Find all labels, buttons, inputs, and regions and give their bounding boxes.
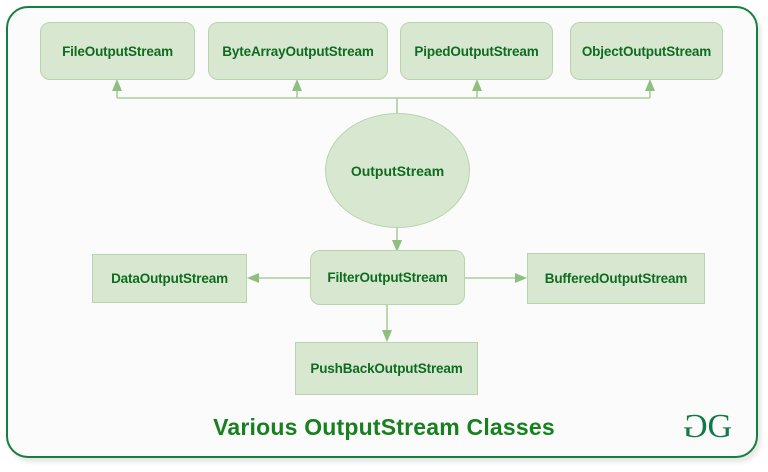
node-label: FilterOutputStream: [327, 270, 448, 285]
node-object-output-stream[interactable]: ObjectOutputStream: [570, 22, 723, 80]
node-label: DataOutputStream: [111, 271, 228, 286]
node-label: PipedOutputStream: [414, 43, 539, 59]
node-buffered-output-stream[interactable]: BufferedOutputStream: [527, 253, 705, 304]
node-label: FileOutputStream: [62, 43, 173, 59]
node-label: OutputStream: [350, 162, 445, 179]
node-label: PushBackOutputStream: [310, 361, 463, 376]
node-filter-output-stream[interactable]: FilterOutputStream: [310, 250, 465, 305]
node-data-output-stream[interactable]: DataOutputStream: [92, 254, 247, 303]
node-label: ByteArrayOutputStream: [222, 43, 374, 59]
node-output-stream-root[interactable]: OutputStream: [325, 113, 470, 228]
node-file-output-stream[interactable]: FileOutputStream: [40, 22, 195, 80]
node-label: BufferedOutputStream: [544, 271, 688, 286]
node-piped-output-stream[interactable]: PipedOutputStream: [400, 22, 553, 80]
node-pushback-output-stream[interactable]: PushBackOutputStream: [295, 342, 478, 395]
node-label: ObjectOutputStream: [581, 43, 712, 59]
page-title: Various OutputStream Classes: [213, 414, 555, 440]
logo-mirrored-g: G: [684, 408, 708, 445]
logo-g: G: [707, 408, 732, 445]
node-byte-array-output-stream[interactable]: ByteArrayOutputStream: [208, 22, 388, 80]
